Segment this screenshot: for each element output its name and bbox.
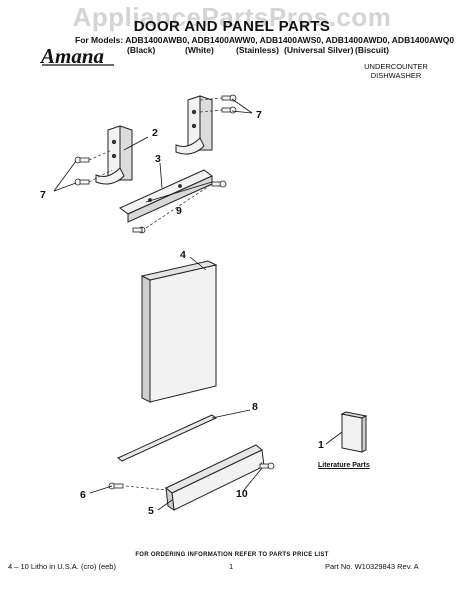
callout-6: 6 [80, 489, 86, 501]
appliance-type-line-2: DISHWASHER [370, 71, 422, 80]
svg-text:Amana: Amana [40, 44, 104, 68]
page-title: DOOR AND PANEL PARTS [133, 18, 331, 35]
watermark: AppliancePartsPros.com [72, 2, 392, 32]
appliance-type-line-1: UNDERCOUNTER [364, 62, 428, 71]
models-line: For Models: ADB1400AWB0, ADB1400AWW0, AD… [75, 35, 455, 45]
variant-biscuit: (Biscuit) [355, 45, 389, 55]
callout-10: 10 [236, 488, 248, 500]
literature-parts-label: Literature Parts [318, 462, 370, 469]
variant-white: (White) [185, 45, 214, 55]
variant-black: (Black) [127, 45, 156, 55]
gasket-strip [117, 414, 217, 462]
callout-7-left: 7 [40, 189, 46, 201]
hinge-bracket-right [175, 95, 213, 155]
screw [132, 226, 146, 234]
door-panel [140, 260, 218, 403]
callout-4: 4 [180, 249, 186, 261]
screw [211, 180, 227, 188]
kick-plate [165, 444, 265, 512]
page-number: 1 [229, 562, 234, 571]
variant-stainless: (Stainless) [236, 45, 279, 55]
callout-1: 1 [318, 439, 324, 451]
mounting-rail [119, 169, 213, 223]
screw [74, 156, 90, 164]
callout-8: 8 [252, 401, 258, 413]
ordering-notice: FOR ORDERING INFORMATION REFER TO PARTS … [135, 552, 329, 558]
callout-2: 2 [152, 127, 158, 139]
part-number: Part No. W10329843 Rev. A [325, 562, 419, 571]
variant-universal-silver: (Universal Silver) [284, 45, 354, 55]
callout-5: 5 [148, 505, 154, 517]
literature-parts [340, 411, 368, 453]
hinge-bracket-left [95, 125, 133, 185]
screw [221, 106, 237, 114]
screw [74, 178, 90, 186]
appliance-type: UNDERCOUNTER DISHWASHER [346, 62, 446, 80]
callout-3: 3 [155, 153, 161, 165]
callout-7-right: 7 [256, 109, 262, 121]
amana-logo: Amana [40, 44, 114, 68]
litho-line: 4 – 10 Litho in U.S.A. (cro) (eeb) [8, 562, 116, 571]
screw [259, 462, 275, 470]
callout-9: 9 [176, 205, 182, 217]
